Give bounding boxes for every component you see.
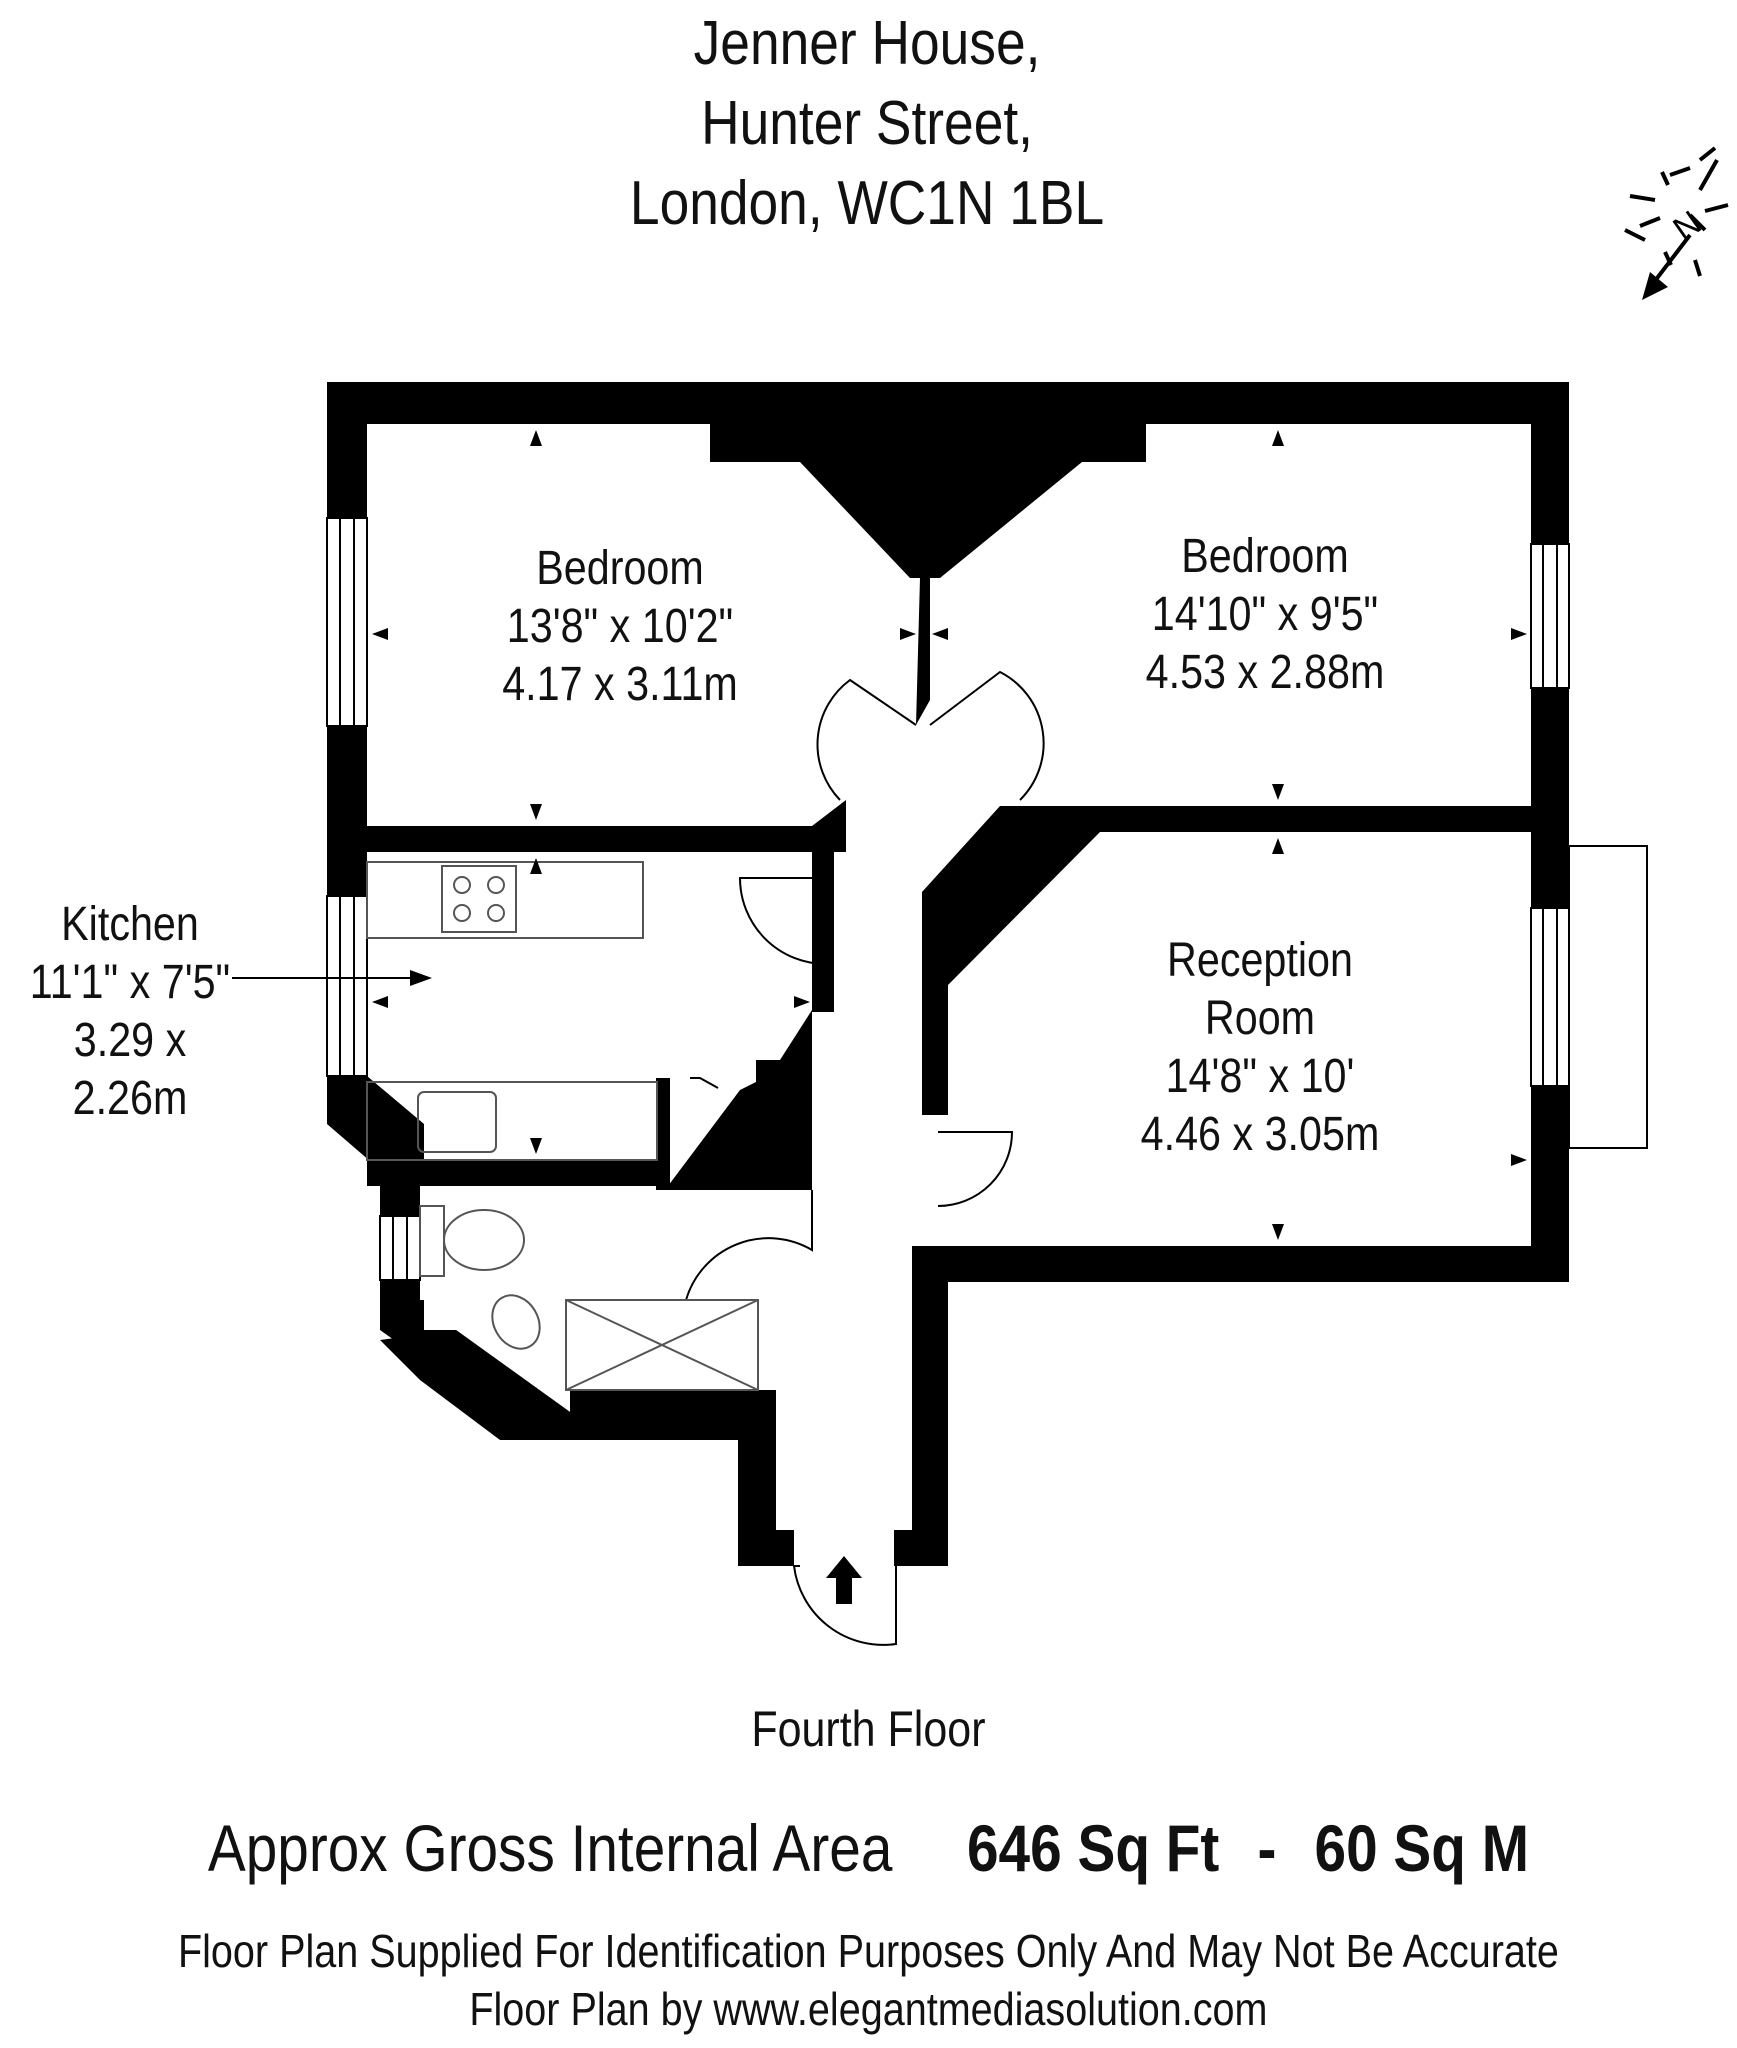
area-line: Approx Gross Internal Area 646 Sq Ft - 6… [122, 1810, 1616, 1886]
sink-icon [417, 1091, 497, 1153]
windows [326, 517, 1648, 1281]
kitchen-label: Kitchen 11'1" x 7'5" 3.29 x 2.26m [18, 896, 242, 1128]
area-separator: - [1257, 1811, 1277, 1885]
disclaimer-line-1: Floor Plan Supplied For Identification P… [177, 1925, 1559, 1977]
reception-name-2: Room [1204, 992, 1316, 1045]
bedroom-1-metric: 4.17 x 3.11m [502, 658, 738, 711]
kitchen-metric: 3.29 x 2.26m [72, 1014, 188, 1125]
area-label: Approx Gross Internal Area [207, 1811, 893, 1885]
toilet-icon [443, 1209, 525, 1271]
address-line-2: Hunter Street, [701, 89, 1033, 158]
address-line-3: London, WC1N 1BL [629, 169, 1105, 238]
shower-tray-icon [565, 1299, 759, 1391]
basin-icon [491, 1294, 541, 1350]
address-block: Jenner House, Hunter Street, London, WC1… [120, 4, 1614, 244]
entry-arrow-icon [826, 1556, 862, 1604]
address-line-1: Jenner House, [693, 9, 1041, 78]
cistern-icon [419, 1205, 445, 1277]
bedroom-2-imperial: 14'10" x 9'5" [1151, 588, 1379, 641]
compass-label: N [1666, 204, 1708, 249]
doors [685, 670, 1045, 1646]
compass-icon [1624, 146, 1729, 300]
reception-label: Reception Room 14'8" x 10' 4.46 x 3.05m [1105, 932, 1415, 1164]
bedroom-1-name: Bedroom [536, 542, 704, 595]
bedroom-1-imperial: 13'8" x 10'2" [506, 600, 734, 653]
kitchen-counter-bottom [366, 1081, 658, 1161]
hob-icon [441, 865, 517, 933]
area-sqft: 646 Sq Ft [966, 1811, 1220, 1885]
bedroom-1-label: Bedroom 13'8" x 10'2" 4.17 x 3.11m [465, 540, 775, 714]
reception-name-1: Reception [1167, 934, 1353, 987]
bedroom-2-name: Bedroom [1181, 530, 1349, 583]
kitchen-counter-top [366, 861, 644, 939]
kitchen-imperial: 11'1" x 7'5" [29, 956, 231, 1009]
floor-label: Fourth Floor [751, 1701, 986, 1757]
fixtures [366, 861, 759, 1391]
kitchen-name: Kitchen [61, 898, 199, 951]
reception-imperial: 14'8" x 10' [1165, 1050, 1355, 1103]
area-sqm: 60 Sq M [1314, 1811, 1530, 1885]
disclaimer-line-2: Floor Plan by www.elegantmediasolution.c… [469, 1983, 1268, 2035]
dimension-markers [372, 430, 1527, 1240]
bedroom-2-label: Bedroom 14'10" x 9'5" 4.53 x 2.88m [1110, 528, 1420, 702]
reception-metric: 4.46 x 3.05m [1140, 1108, 1380, 1161]
bedroom-2-metric: 4.53 x 2.88m [1145, 646, 1385, 699]
walls [327, 382, 1569, 1566]
disclaimer: Floor Plan Supplied For Identification P… [122, 1922, 1616, 2038]
